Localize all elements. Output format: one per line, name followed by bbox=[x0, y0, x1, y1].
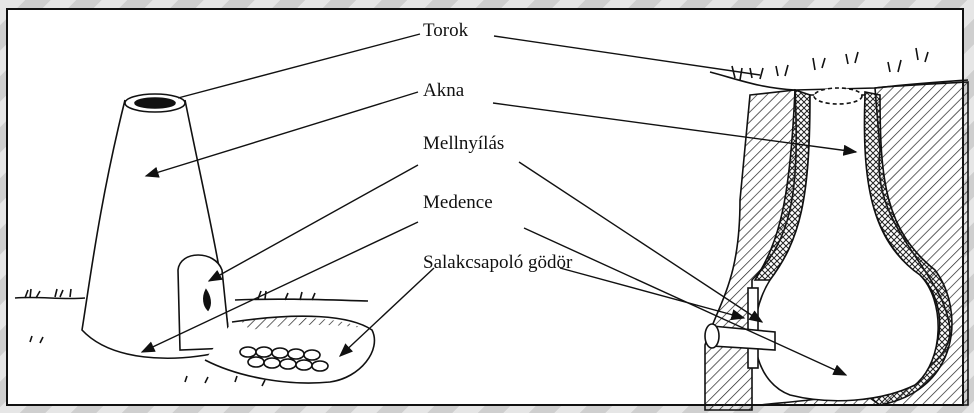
label-salakcsapolo: Salakcsapoló gödör bbox=[423, 252, 572, 274]
pointer-torok-right bbox=[494, 36, 760, 75]
throat-opening bbox=[135, 98, 175, 108]
label-akna: Akna bbox=[423, 80, 464, 102]
pointer-mellnyilas-left bbox=[209, 165, 418, 281]
label-medence: Medence bbox=[423, 192, 493, 214]
slag-lumps bbox=[240, 347, 328, 371]
label-mellnyilas: Mellnyílás bbox=[423, 133, 504, 155]
pointer-torok-left bbox=[178, 34, 420, 98]
grass-right bbox=[732, 48, 928, 80]
tuyere-plate bbox=[748, 288, 758, 368]
right-furnace bbox=[705, 48, 968, 410]
pointer-salak-left bbox=[340, 268, 434, 356]
label-torok: Torok bbox=[423, 20, 468, 42]
pointer-salak-right bbox=[560, 268, 744, 318]
left-furnace bbox=[15, 94, 374, 386]
throat-right bbox=[814, 88, 862, 104]
